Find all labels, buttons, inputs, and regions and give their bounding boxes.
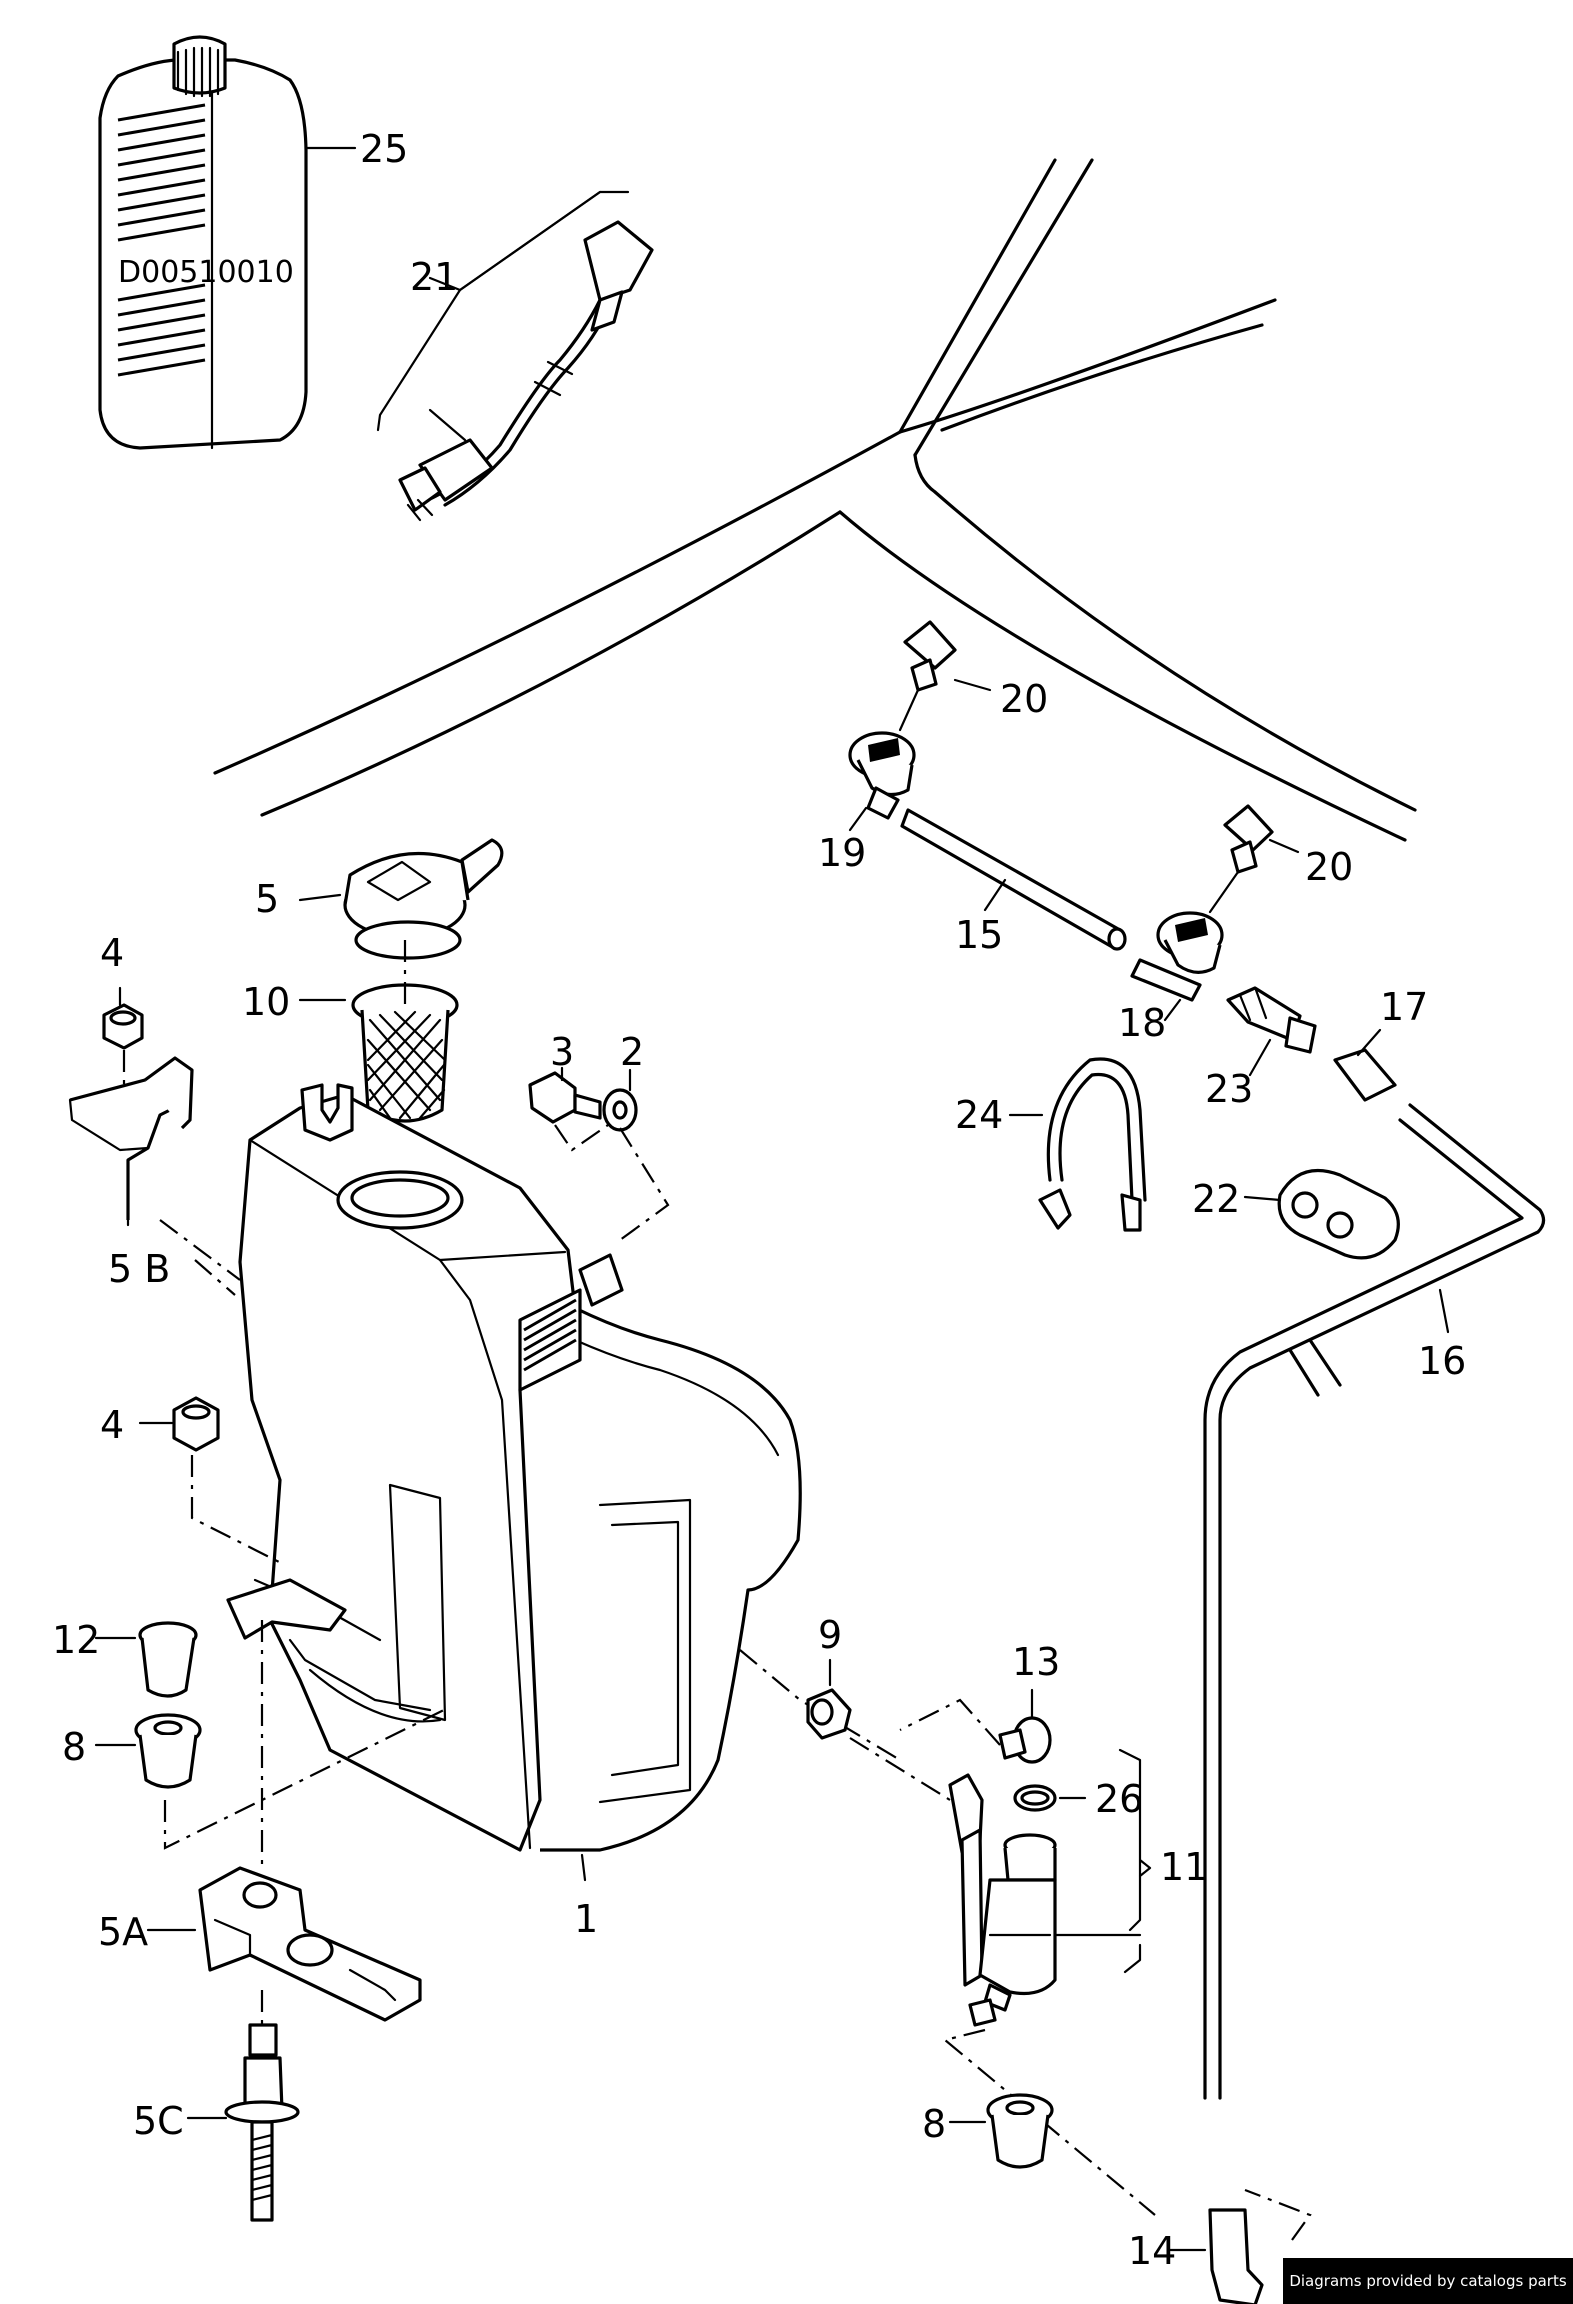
filler-cap bbox=[298, 838, 504, 960]
bolt-3 bbox=[528, 1066, 602, 1124]
nut-lower bbox=[138, 1396, 220, 1452]
stud-5C bbox=[186, 2023, 300, 2222]
credit-badge: Diagrams provided by catalogs parts bbox=[1283, 2258, 1573, 2304]
tank-vent-slots bbox=[518, 1288, 582, 1392]
nozzle-lower bbox=[1223, 804, 1300, 874]
nut-lower-axis bbox=[190, 1455, 286, 1566]
hose-elbow-14 bbox=[1166, 2208, 1264, 2304]
label-12: 12 bbox=[52, 1618, 100, 1662]
bracket-5B bbox=[68, 1056, 194, 1227]
washer-2 bbox=[602, 1068, 638, 1132]
label-10: 10 bbox=[242, 980, 290, 1024]
brace-11 bbox=[1118, 1748, 1152, 1974]
pump-lower-axis bbox=[942, 2028, 1312, 2241]
connector-17 bbox=[1333, 1028, 1397, 1102]
bolt-13-axis bbox=[899, 1698, 1001, 1746]
label-5A: 5A bbox=[98, 1910, 148, 1954]
bottle-code: D00510010 bbox=[118, 255, 294, 290]
label-23: 23 bbox=[1205, 1067, 1253, 1111]
label-20-lower: 20 bbox=[1305, 845, 1353, 889]
label-15: 15 bbox=[955, 913, 1003, 957]
bolt-axis bbox=[554, 1124, 670, 1241]
grommet-8-right bbox=[948, 2093, 1054, 2169]
clip-24 bbox=[1008, 1057, 1147, 1232]
label-18: 18 bbox=[1118, 1001, 1166, 1045]
label-24: 24 bbox=[955, 1093, 1003, 1137]
label-1: 1 bbox=[574, 1897, 598, 1941]
grommet-9-axis bbox=[849, 1737, 951, 1801]
label-21: 21 bbox=[410, 255, 458, 299]
label-9: 9 bbox=[818, 1613, 842, 1657]
label-8-left: 8 bbox=[62, 1725, 86, 1769]
label-20-upper: 20 bbox=[1000, 677, 1048, 721]
nozzle-body-19 bbox=[848, 731, 916, 832]
label-2: 2 bbox=[620, 1030, 644, 1074]
grommet-8-left-link bbox=[163, 1707, 449, 1850]
pump-11 bbox=[948, 1773, 1142, 2027]
label-4-lower: 4 bbox=[100, 1403, 124, 1447]
grommet-22 bbox=[1243, 1168, 1400, 1260]
tank-link-left bbox=[194, 1259, 236, 1296]
part-labels: 25 21 20 20 19 15 18 17 23 24 22 16 5 10… bbox=[52, 127, 1466, 2273]
bracket-5A bbox=[146, 1866, 422, 2022]
nozzle-upper bbox=[903, 620, 992, 692]
label-25: 25 bbox=[360, 127, 408, 171]
reservoir-tank bbox=[226, 1083, 802, 1882]
label-22: 22 bbox=[1192, 1177, 1240, 1221]
label-16: 16 bbox=[1418, 1339, 1466, 1383]
grommet-8-left bbox=[94, 1713, 202, 1789]
hose-15 bbox=[900, 808, 1127, 951]
oring-26 bbox=[1013, 1784, 1087, 1812]
hose-16 bbox=[1203, 1103, 1546, 2100]
label-5: 5 bbox=[255, 877, 279, 921]
bolt-13 bbox=[998, 1688, 1052, 1764]
label-5C: 5C bbox=[133, 2099, 184, 2143]
nozzle-body-18 bbox=[1130, 911, 1224, 1022]
label-13: 13 bbox=[1012, 1640, 1060, 1684]
label-3: 3 bbox=[550, 1030, 574, 1074]
label-11: 11 bbox=[1160, 1845, 1208, 1889]
label-14: 14 bbox=[1128, 2229, 1176, 2273]
label-17: 17 bbox=[1380, 985, 1428, 1029]
label-26: 26 bbox=[1095, 1777, 1143, 1821]
label-5B: 5 B bbox=[108, 1247, 170, 1291]
bottle-label-hatching bbox=[117, 103, 206, 377]
valve-23 bbox=[1226, 986, 1317, 1077]
label-19: 19 bbox=[818, 831, 866, 875]
hood-outline bbox=[213, 158, 1417, 842]
grommet-9 bbox=[806, 1658, 852, 1740]
wiring-harness bbox=[376, 190, 654, 522]
fluid-bottle: D00510010 bbox=[98, 35, 357, 450]
label-8-right: 8 bbox=[922, 2102, 946, 2146]
nozzle-link-upper bbox=[898, 688, 920, 732]
nozzle-link-lower bbox=[1208, 870, 1240, 914]
nut-upper bbox=[102, 986, 144, 1050]
plug-12 bbox=[94, 1621, 198, 1698]
bracket-5B-link bbox=[159, 1219, 241, 1281]
label-4-upper: 4 bbox=[100, 931, 124, 975]
